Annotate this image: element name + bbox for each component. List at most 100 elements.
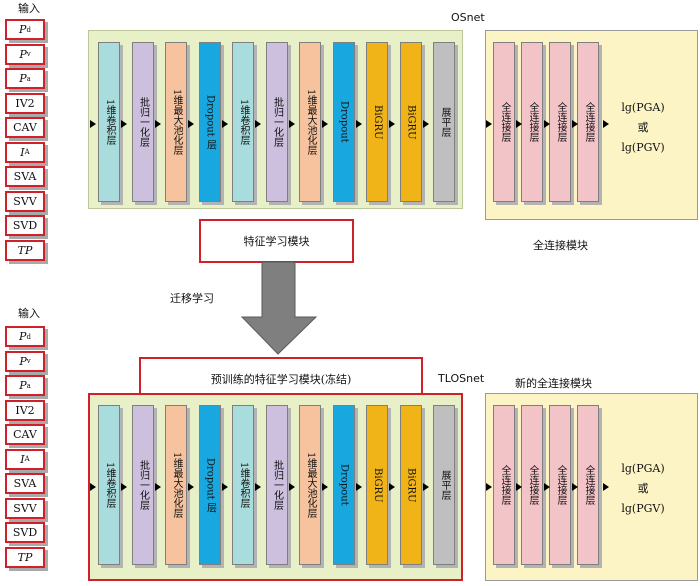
- network-layer-label: 全连接层: [555, 465, 566, 505]
- input-shadow: [45, 169, 48, 190]
- network-layer: 展平层: [433, 42, 455, 202]
- network-layer-label: Dropout: [338, 464, 350, 506]
- input-shadow: [45, 476, 48, 497]
- input-label: I: [20, 145, 25, 159]
- flow-arrow-icon: [572, 483, 578, 491]
- network-layer-label: 批归一化层: [271, 97, 283, 147]
- network-layer: 展平层: [433, 405, 455, 565]
- flow-arrow-icon: [603, 483, 609, 491]
- input-subscript: v: [26, 357, 31, 365]
- input-shadow: [9, 371, 48, 375]
- network-layer-label: 1维卷积层: [104, 98, 115, 146]
- flow-arrow-icon: [603, 120, 609, 128]
- input-label: SVA: [13, 170, 37, 183]
- flow-arrow-icon: [516, 483, 522, 491]
- network-layer-label: 全连接层: [555, 102, 566, 142]
- osnet-label: OSnet: [451, 11, 485, 24]
- network-layer-label: 1维最大池化层: [305, 451, 316, 519]
- input-label: SVV: [13, 194, 37, 208]
- flow-arrow-icon: [572, 120, 578, 128]
- input-shadow: [45, 451, 48, 473]
- network-layer-label: BiGRU: [372, 104, 383, 140]
- network-layer: 1维卷积层: [98, 42, 120, 202]
- input-shadow: [9, 469, 48, 473]
- network-layer-label: 1维最大池化层: [171, 451, 182, 519]
- flow-arrow-icon: [155, 483, 161, 491]
- network-layer-label: 全连接层: [527, 102, 538, 142]
- output-pgv-bottom: lg(PGV): [621, 502, 665, 515]
- input-shadow: [9, 347, 48, 350]
- output-label-bottom: lg(PGA) 或 lg(PGV): [618, 459, 668, 519]
- network-layer: BiGRU: [366, 405, 388, 565]
- network-layer-label: Dropout 层: [204, 457, 216, 513]
- input-shadow: [9, 64, 48, 68]
- network-layer-label: 1维卷积层: [104, 461, 115, 509]
- flow-arrow-icon: [544, 120, 550, 128]
- network-layer-label: 展平层: [439, 470, 450, 500]
- input-shadow: [45, 500, 48, 522]
- input-shadow: [45, 378, 48, 399]
- input-shadow: [9, 138, 48, 141]
- input-label: CAV: [13, 428, 37, 441]
- input-shadow: [9, 40, 48, 43]
- input-subscript: A: [24, 455, 30, 463]
- network-layer: 1维最大池化层: [299, 42, 321, 202]
- input-box: CAV: [5, 117, 45, 138]
- flow-arrow-icon: [90, 120, 96, 128]
- input-subscript: A: [24, 148, 30, 156]
- pretrained-module-label: 预训练的特征学习模块(冻结): [210, 372, 352, 386]
- input-shadow: [9, 494, 48, 497]
- input-box: IV2: [5, 92, 45, 114]
- network-layer-label: Dropout: [338, 101, 350, 143]
- input-shadow: [9, 543, 48, 546]
- flow-arrow-icon: [90, 483, 96, 491]
- input-shadow: [9, 211, 48, 215]
- flow-arrow-icon: [255, 483, 261, 491]
- feature-module-label: 特征学习模块: [243, 235, 310, 248]
- input-shadow: [45, 427, 48, 448]
- input-subscript: a: [26, 74, 31, 83]
- new-fc-module-label: 新的全连接模块: [515, 377, 592, 390]
- network-layer: BiGRU: [366, 42, 388, 202]
- flow-arrow-icon: [188, 120, 194, 128]
- network-layer: 1维卷积层: [98, 405, 120, 565]
- input-label: P: [19, 23, 27, 36]
- input-label: P: [19, 72, 27, 85]
- network-layer: 1维卷积层: [232, 42, 254, 202]
- fc-module-label: 全连接模块: [533, 239, 588, 252]
- flow-arrow-icon: [544, 483, 550, 491]
- flow-arrow-icon: [255, 120, 261, 128]
- network-layer: 全连接层: [577, 405, 599, 565]
- input-label: SVD: [12, 526, 38, 539]
- network-layer-label: 全连接层: [499, 102, 510, 142]
- input-box: SVV: [5, 190, 45, 212]
- input-subscript: d: [26, 25, 31, 34]
- network-layer-label: 1维卷积层: [238, 98, 249, 146]
- input-label: P: [19, 379, 27, 392]
- input-box: TP: [5, 546, 45, 568]
- input-box: SVA: [5, 473, 45, 494]
- network-layer: 全连接层: [577, 42, 599, 202]
- output-or-bottom: 或: [637, 482, 649, 495]
- input-box: SVA: [5, 166, 45, 187]
- network-layer-label: 批归一化层: [137, 97, 149, 147]
- flow-arrow-icon: [322, 120, 328, 128]
- input-box: SVD: [5, 215, 45, 236]
- flow-arrow-icon: [389, 120, 395, 128]
- input-title-top: 输入: [18, 2, 40, 15]
- input-shadow: [45, 120, 48, 141]
- network-layer-label: 1维最大池化层: [305, 88, 316, 156]
- input-shadow: [45, 402, 48, 424]
- network-layer: 全连接层: [521, 42, 543, 202]
- input-label: SVV: [13, 501, 37, 515]
- flow-arrow-icon: [486, 120, 492, 128]
- network-layer: 批归一化层: [131, 405, 154, 565]
- input-shadow: [45, 95, 48, 117]
